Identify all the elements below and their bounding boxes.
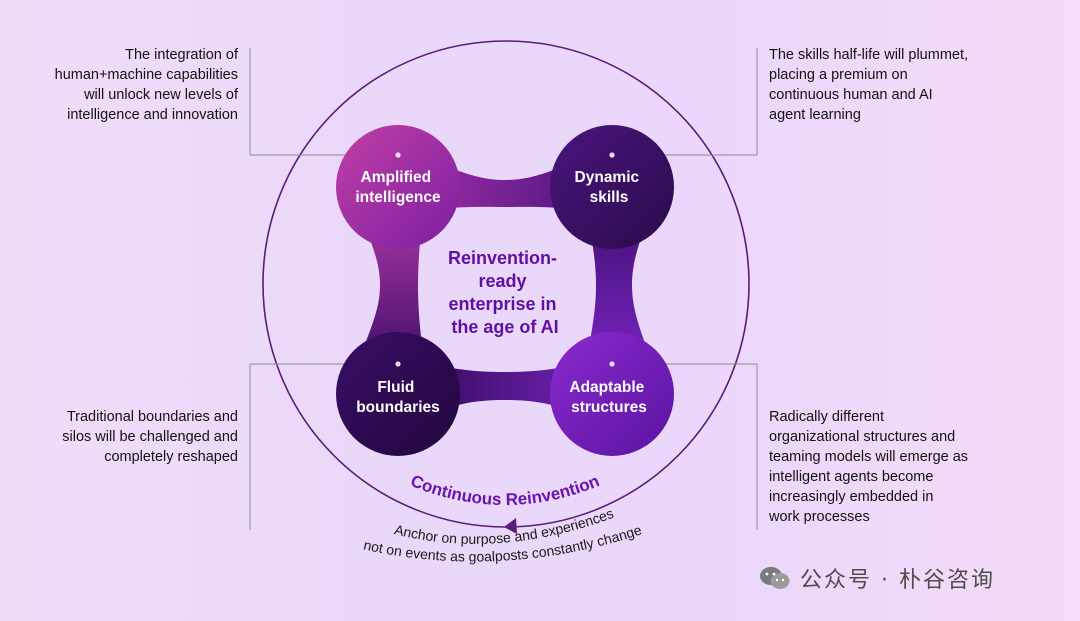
note-amplified-intelligence: The integration of human+machine capabil… (54, 47, 238, 123)
node-adaptable-structures (550, 332, 674, 456)
node-dynamic-skills (550, 125, 674, 249)
note-dynamic-skills: The skills half-life will plummet, placi… (769, 47, 969, 123)
watermark-text: 公众号 · 朴谷咨询 (800, 568, 995, 593)
center-title: Reinvention- ready enterprise in the age… (448, 248, 562, 337)
wechat-icon (760, 567, 790, 589)
node-label-amplified-intelligence: Amplified intelligence (355, 169, 441, 206)
node-label-fluid-boundaries: Fluid boundaries (356, 379, 440, 416)
note-fluid-boundaries: Traditional boundaries and silos will be… (62, 409, 238, 465)
note-adaptable-structures: Radically different organizational struc… (769, 409, 969, 525)
node-label-dynamic-skills: Dynamic skills (575, 169, 644, 206)
continuous-reinvention-label: Continuous Reinvention (408, 471, 602, 509)
ring-arrowhead (504, 518, 517, 534)
anchor-dots (395, 152, 615, 367)
watermark: 公众号 · 朴谷咨询 (758, 561, 1058, 595)
node-amplified-intelligence (336, 125, 460, 249)
node-fluid-boundaries (336, 332, 460, 456)
node-label-adaptable-structures: Adaptable structures (569, 379, 648, 416)
